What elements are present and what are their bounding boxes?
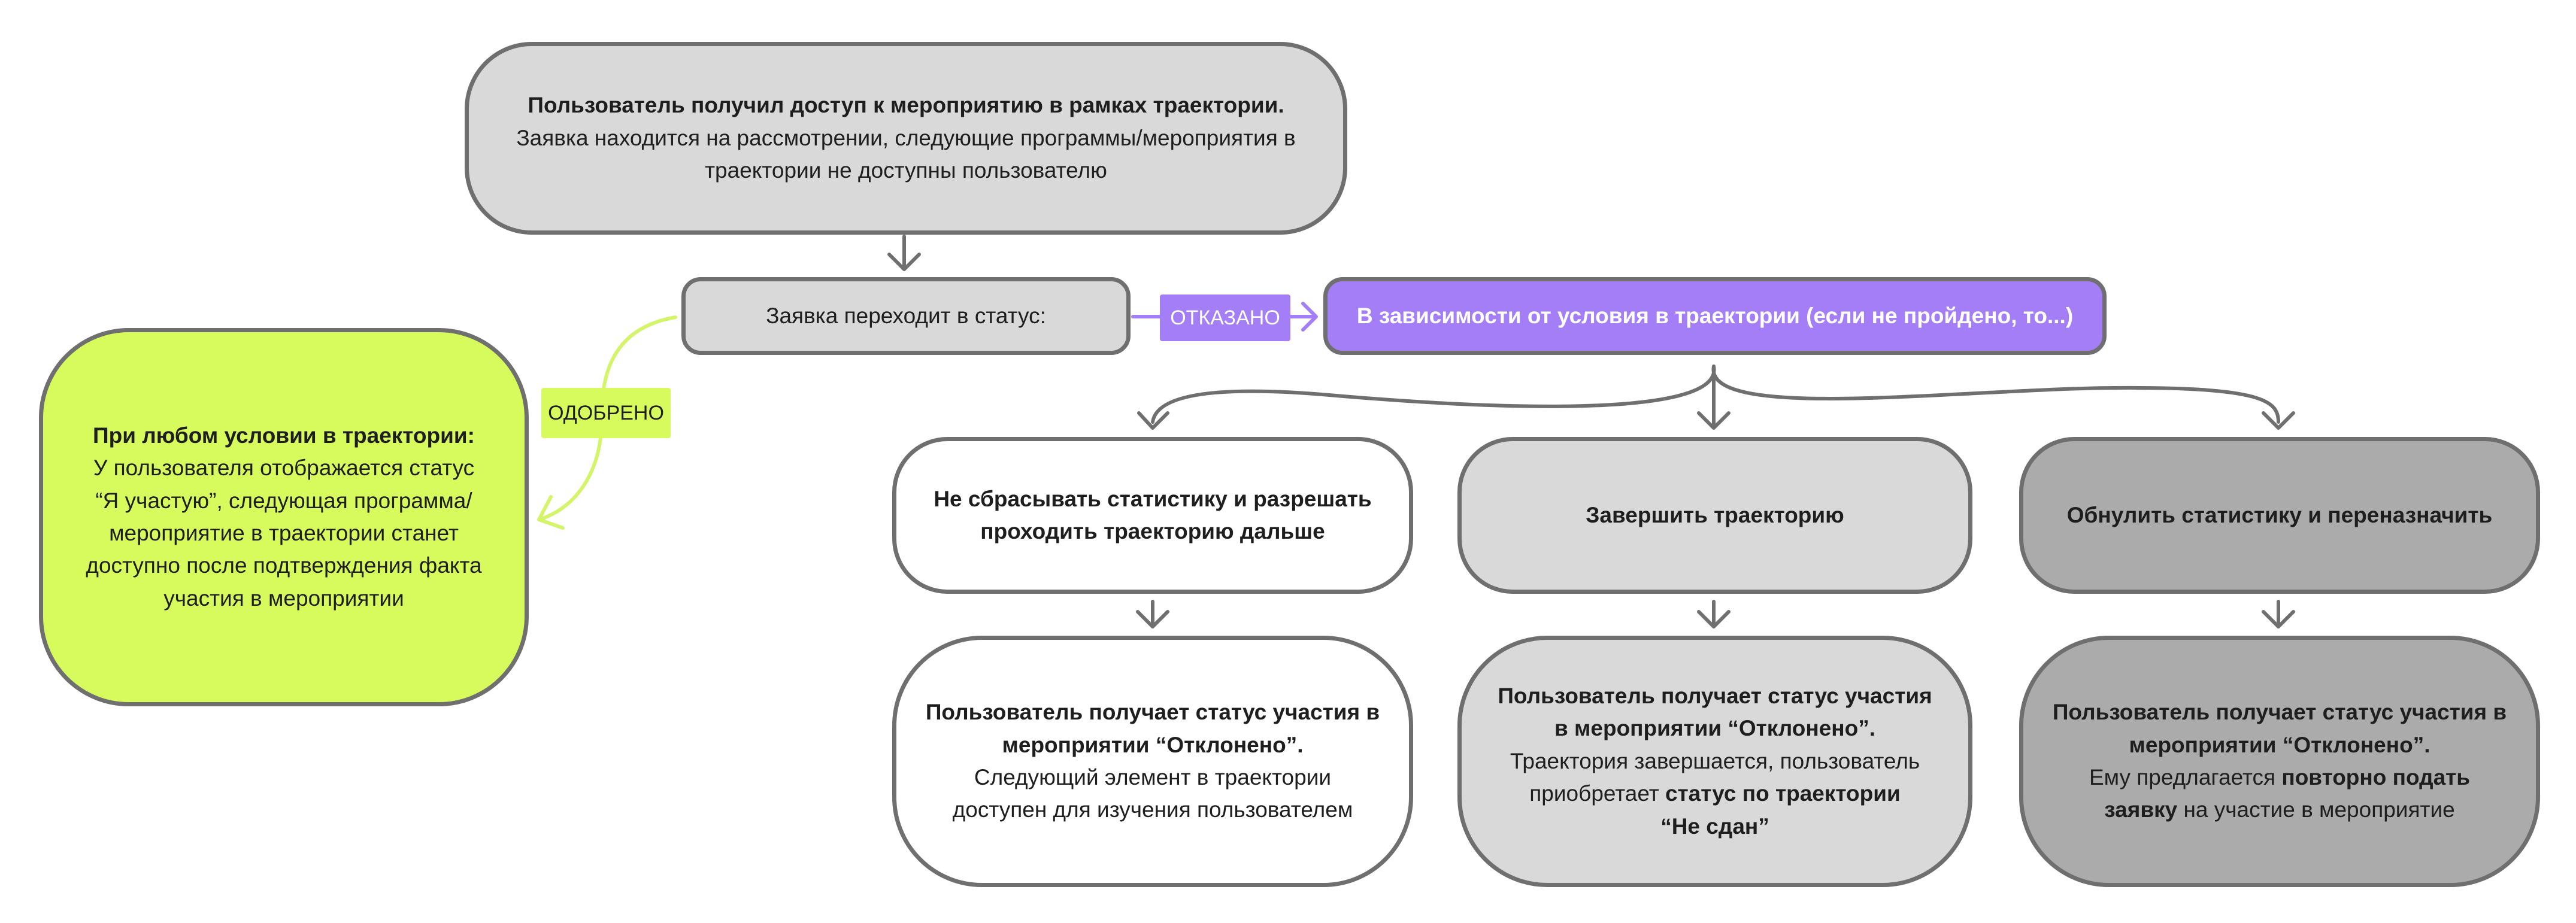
- rejected-condition-label: В зависимости от условия в траектории (е…: [1356, 303, 2074, 328]
- approved-node-text-2: “Я участую”, следующая программа/: [95, 488, 472, 513]
- result-reset-bold-4: заявку: [2104, 797, 2178, 822]
- result-finish-bold-2: в мероприятии “Отклонено”.: [1554, 716, 1875, 741]
- arrow-option1-to-result: [1136, 600, 1169, 629]
- option-continue-node: Не сбрасывать статистику и разрешать про…: [892, 437, 1413, 594]
- start-node: Пользователь получил доступ к мероприяти…: [465, 42, 1347, 235]
- arrow-status-to-rejected: [1131, 302, 1318, 332]
- result-continue-text-2: доступен для изучения пользователем: [952, 797, 1353, 822]
- approved-node-text-3: мероприятие в траектории станет: [109, 521, 459, 545]
- status-node: Заявка переходит в статус:: [681, 277, 1131, 355]
- result-finish-bold-1: Пользователь получает статус участия: [1498, 684, 1932, 709]
- result-continue-text-1: Следующий элемент в траектории: [974, 765, 1332, 790]
- start-node-title: Пользователь получил доступ к мероприяти…: [528, 93, 1284, 118]
- approved-node-text-4: доступно после подтверждения факта: [86, 553, 482, 578]
- approved-node-text-5: участия в мероприятии: [163, 585, 404, 611]
- approved-node-title: При любом условии в траектории:: [93, 423, 475, 448]
- option-reset-label: Обнулить статистику и переназначить: [2066, 502, 2493, 527]
- arrow-branch-left-head: [1137, 411, 1169, 430]
- rejected-tag: ОТКАЗАНО: [1160, 294, 1290, 341]
- result-reset-bold-2: мероприятии “Отклонено”.: [2129, 732, 2430, 757]
- rejected-condition-node: В зависимости от условия в траектории (е…: [1323, 277, 2107, 355]
- result-reset-text-2b: на участие в мероприятие: [2177, 797, 2455, 822]
- option-reset-node: Обнулить статистику и переназначить: [2019, 437, 2540, 594]
- arrow-option2-to-result: [1697, 600, 1731, 629]
- result-finish-text-2a: приобретает: [1529, 781, 1665, 806]
- approved-tag-label: ОДОБРЕНО: [548, 401, 664, 424]
- result-finish-node: Пользователь получает статус участия в м…: [1457, 636, 1972, 887]
- result-reset-text-1a: Ему предлагается: [2089, 765, 2282, 790]
- start-node-text-1: Заявка находится на рассмотрении, следую…: [516, 125, 1296, 150]
- result-finish-bold-4: “Не сдан”: [1660, 813, 1769, 839]
- result-finish-text-2-line: приобретает статус по траектории: [1498, 778, 1932, 810]
- start-node-text-2: траектории не доступны пользователю: [705, 158, 1107, 183]
- rejected-tag-label: ОТКАЗАНО: [1170, 306, 1280, 329]
- arrow-branch-right-head: [2262, 411, 2295, 430]
- result-finish-text-1: Траектория завершается, пользователь: [1510, 748, 1920, 773]
- option-finish-node: Завершить траекторию: [1457, 437, 1972, 594]
- result-reset-bold-1: Пользователь получает статус участия в: [2052, 700, 2507, 725]
- option-finish-label: Завершить траекторию: [1586, 502, 1844, 527]
- result-continue-bold-1: Пользователь получает статус участия в: [925, 700, 1380, 725]
- arrow-branch-left: [1151, 365, 1716, 424]
- status-node-label: Заявка переходит в статус:: [766, 303, 1046, 328]
- approved-node: При любом условии в траектории: У пользо…: [39, 328, 529, 706]
- result-finish-bold-3: статус по траектории: [1665, 781, 1901, 806]
- arrow-option3-to-result: [2262, 600, 2295, 629]
- result-continue-node: Пользователь получает статус участия в м…: [892, 636, 1413, 887]
- result-continue-bold-2: мероприятии “Отклонено”.: [1002, 732, 1304, 757]
- arrow-approved-head: [537, 495, 565, 530]
- result-reset-text-line-1: Ему предлагается повторно подать: [2053, 761, 2507, 794]
- option-continue-label-1: Не сбрасывать статистику и разрешать: [934, 486, 1372, 511]
- approved-node-text-1: У пользователя отображается статус: [93, 456, 475, 481]
- option-continue-label-2: проходить траекторию дальше: [980, 519, 1325, 544]
- approved-tag: ОДОБРЕНО: [541, 388, 671, 438]
- arrow-branch-right: [1711, 365, 2280, 424]
- arrow-top-to-status: [887, 235, 921, 271]
- result-reset-text-line-2: заявку на участие в мероприятие: [2053, 794, 2507, 826]
- result-reset-node: Пользователь получает статус участия в м…: [2019, 636, 2540, 887]
- result-reset-bold-3: повторно подать: [2281, 765, 2471, 790]
